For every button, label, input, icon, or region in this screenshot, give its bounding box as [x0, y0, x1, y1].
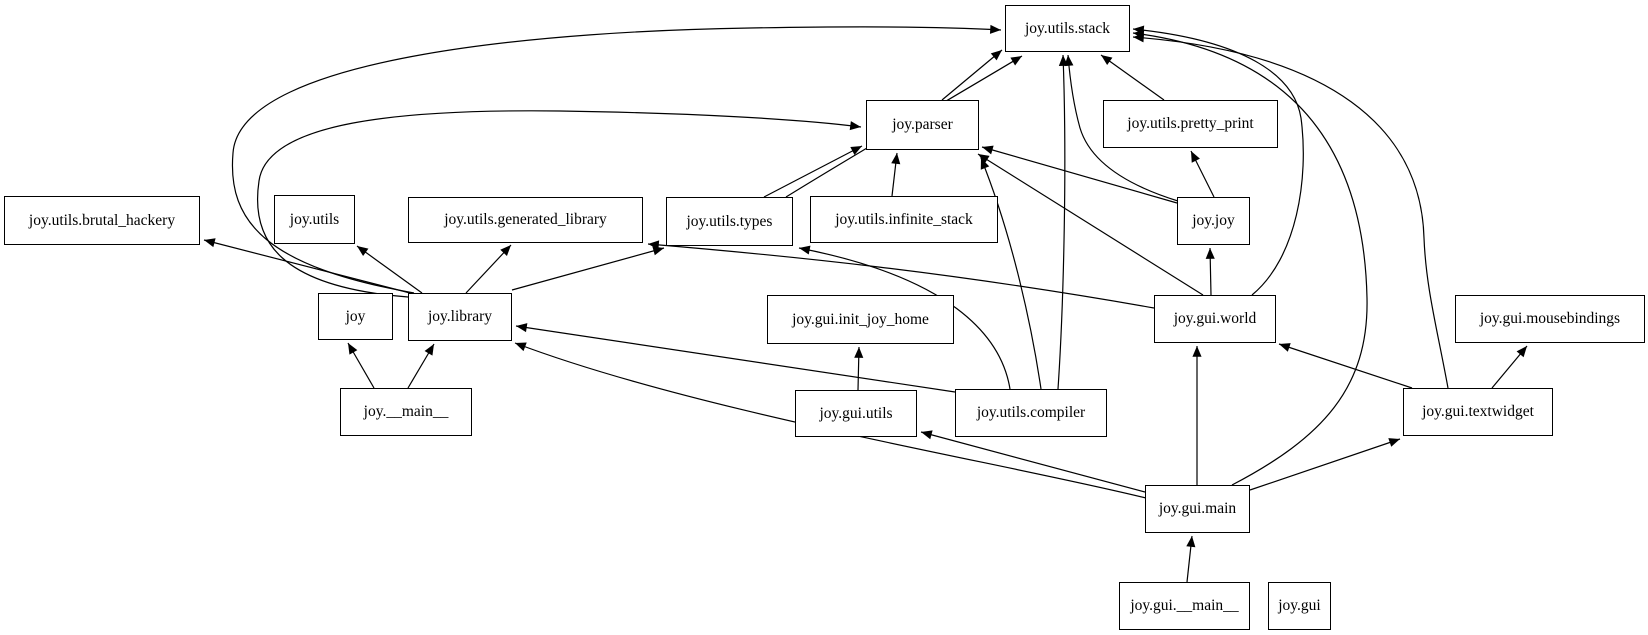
node-generated-library: joy.utils.generated_library — [408, 197, 643, 243]
node-infinite-stack: joy.utils.infinite_stack — [810, 196, 998, 243]
node-label: joy.gui.mousebindings — [1479, 310, 1621, 328]
edge-joy.gui.world-to-joy.utils.stack — [1132, 25, 1304, 296]
edge-joy.library-to-joy.utils — [356, 245, 423, 294]
node-gui-dunder-main: joy.gui.__main__ — [1119, 582, 1250, 630]
edge-joy.gui.main-to-joy.gui.textwidget — [1249, 438, 1401, 491]
node-mousebindings: joy.gui.mousebindings — [1455, 295, 1645, 343]
edge-joy.__main__-to-joy — [347, 342, 375, 389]
node-gui-main: joy.gui.main — [1145, 485, 1250, 533]
node-label: joy.gui — [1278, 597, 1321, 615]
node-stack: joy.utils.stack — [1005, 5, 1130, 52]
node-joy-joy: joy.joy — [1177, 197, 1250, 245]
node-joy: joy — [318, 293, 393, 340]
node-label: joy.utils.brutal_hackery — [28, 211, 176, 229]
edge-joy.utils.compiler-to-joy.utils.stack — [1057, 54, 1068, 390]
node-textwidget: joy.gui.textwidget — [1403, 388, 1553, 436]
edge-joy.gui.main-to-joy.utils.stack — [1132, 29, 1368, 486]
node-brutal-hackery: joy.utils.brutal_hackery — [4, 196, 200, 245]
edge-joy.joy-to-joy.utils.stack — [1064, 54, 1179, 202]
edge-joy.library-to-joy.utils.types — [511, 246, 665, 291]
node-gui: joy.gui — [1268, 582, 1331, 630]
node-label: joy.utils.stack — [1024, 19, 1111, 37]
edge-joy.library-to-joy.utils.stack — [231, 24, 1002, 294]
edge-joy.joy-to-joy.utils.pretty_print — [1190, 150, 1215, 198]
edge-joy.gui.textwidget-to-joy.gui.world — [1278, 343, 1413, 389]
node-label: joy.gui.utils — [819, 404, 893, 422]
edge-joy.__main__-to-joy.library — [407, 343, 435, 389]
edge-joy.gui.world-to-joy.parser — [977, 153, 1204, 296]
edge-joy.utils.types-to-joy.parser — [763, 145, 863, 198]
edge-joy.gui.textwidget-to-joy.utils.stack — [1132, 33, 1449, 389]
edge-joy.library-to-joy.utils.brutal_hackery — [203, 238, 411, 294]
node-label: joy.utils.generated_library — [444, 211, 607, 229]
edge-joy.joy-to-joy.parser — [981, 145, 1178, 204]
edge-joy.utils.pretty_print-to-joy.utils.stack — [1100, 54, 1165, 101]
edge-joy.gui.__main__-to-joy.gui.main — [1186, 535, 1196, 583]
edge-joy.utils.infinite_stack-to-joy.parser — [891, 152, 901, 197]
node-label: joy.library — [428, 308, 492, 326]
node-world: joy.gui.world — [1154, 295, 1276, 343]
edge-joy.utils.compiler-to-joy.library — [515, 323, 956, 393]
node-types: joy.utils.types — [666, 197, 793, 246]
edge-joy.gui.main-to-joy.gui.utils — [920, 430, 1146, 493]
edge-joy.library-to-joy.utils.generated_library — [465, 244, 512, 294]
node-label: joy.gui.__main__ — [1130, 597, 1239, 615]
node-pretty-print: joy.utils.pretty_print — [1103, 100, 1278, 148]
edge-joy.gui.world-to-joy.joy — [1205, 247, 1215, 296]
node-label: joy.gui.init_joy_home — [792, 310, 929, 328]
node-label: joy — [345, 307, 366, 325]
node-parser: joy.parser — [866, 100, 979, 150]
node-utils: joy.utils — [274, 195, 355, 244]
edge-joy.utils.compiler-to-joy.utils.types — [798, 245, 1011, 390]
node-init-joy-home: joy.gui.init_joy_home — [767, 295, 954, 344]
edge-joy.utils.compiler-to-joy.parser — [980, 157, 1042, 390]
node-label: joy.utils.infinite_stack — [835, 210, 973, 228]
node-gui-utils: joy.gui.utils — [795, 390, 917, 437]
node-joy-main: joy.__main__ — [340, 388, 472, 436]
node-compiler: joy.utils.compiler — [955, 389, 1107, 437]
edge-joy.library-to-joy.parser — [256, 110, 862, 298]
node-library: joy.library — [408, 293, 512, 341]
edge-joy.gui.world-to-joy.utils.generated_library — [647, 240, 1155, 309]
node-label: joy.joy — [1192, 212, 1235, 230]
node-label: joy.utils.pretty_print — [1127, 115, 1254, 133]
node-label: joy.gui.textwidget — [1422, 403, 1534, 421]
node-label: joy.parser — [892, 116, 953, 134]
node-label: joy.utils.types — [686, 212, 773, 230]
edge-joy.gui.textwidget-to-joy.gui.mousebindings — [1491, 345, 1528, 389]
node-label: joy.__main__ — [363, 403, 449, 421]
node-label: joy.gui.world — [1173, 310, 1257, 328]
node-label: joy.utils — [289, 210, 340, 228]
node-label: joy.utils.compiler — [976, 404, 1086, 422]
edge-joy.gui.utils-to-joy.gui.init_joy_home — [854, 346, 864, 391]
node-label: joy.gui.main — [1158, 500, 1237, 518]
edge-joy.parser-to-joy.utils.stack — [941, 49, 1003, 101]
